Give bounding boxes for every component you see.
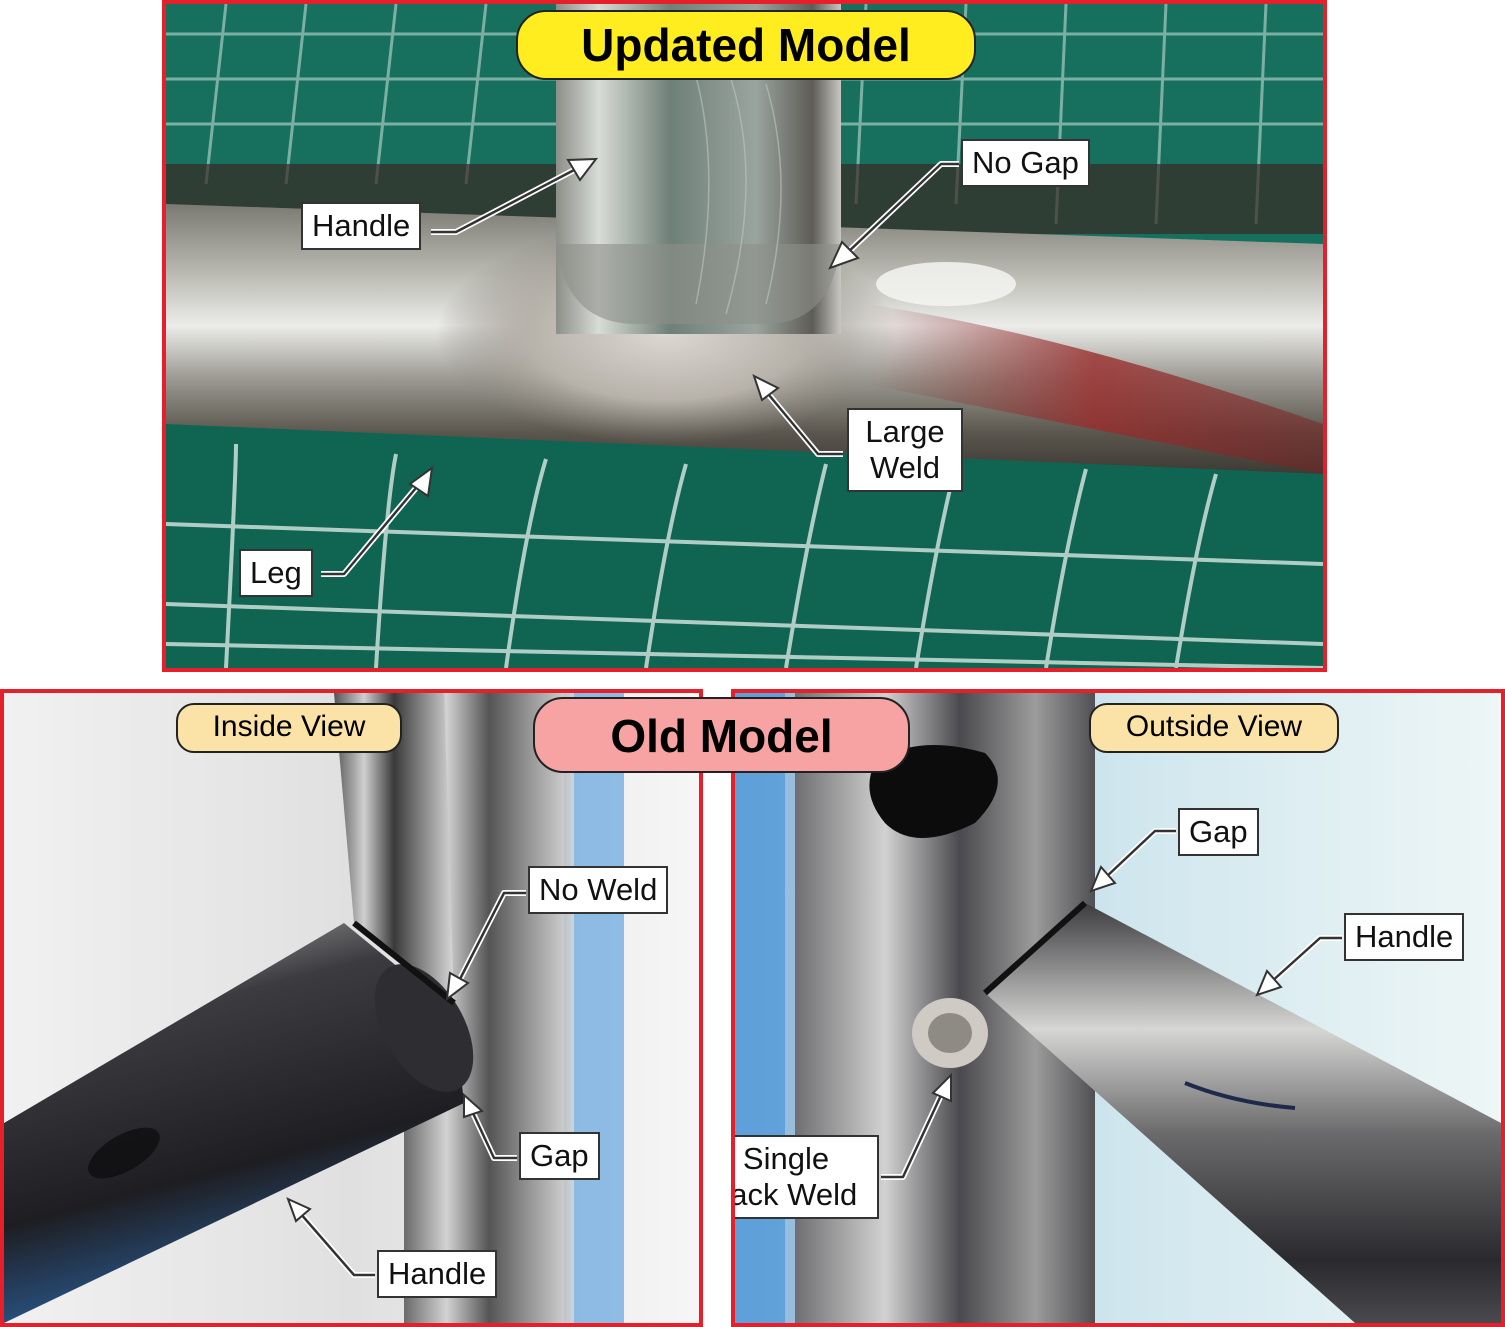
label-large-weld: Large Weld [847, 408, 963, 492]
label-large-weld-line2: Weld [869, 450, 941, 485]
inside-view-label: Inside View [176, 703, 402, 753]
outside-view-weld-photo [735, 693, 1501, 1323]
updated-model-weld-photo [166, 4, 1323, 668]
label-no-weld: No Weld [528, 866, 669, 914]
label-large-weld-line1: Large [865, 414, 945, 449]
updated-model-photo: Updated Model Handle No Gap Large Weld L… [162, 0, 1327, 672]
old-model-title: Old Model [533, 697, 910, 773]
label-handle-updated: Handle [301, 202, 422, 250]
label-single-tack-weld: Single Tack Weld [731, 1135, 879, 1219]
label-handle-inside: Handle [377, 1250, 498, 1298]
inside-view-weld-photo [4, 693, 699, 1323]
inside-view-photo: Inside View No Weld Gap Handle [0, 689, 703, 1327]
label-no-gap: No Gap [961, 139, 1090, 187]
label-single-tack-weld-line2: Tack Weld [731, 1177, 858, 1212]
label-leg: Leg [239, 549, 313, 597]
label-gap-outside: Gap [1178, 808, 1259, 856]
label-handle-outside: Handle [1344, 913, 1465, 961]
label-gap-inside: Gap [519, 1132, 600, 1180]
outside-view-photo: Outside View Gap Handle Single Tack Weld [731, 689, 1505, 1327]
label-single-tack-weld-line1: Single [742, 1141, 830, 1176]
updated-model-title: Updated Model [516, 10, 976, 80]
outside-view-label: Outside View [1089, 703, 1339, 753]
